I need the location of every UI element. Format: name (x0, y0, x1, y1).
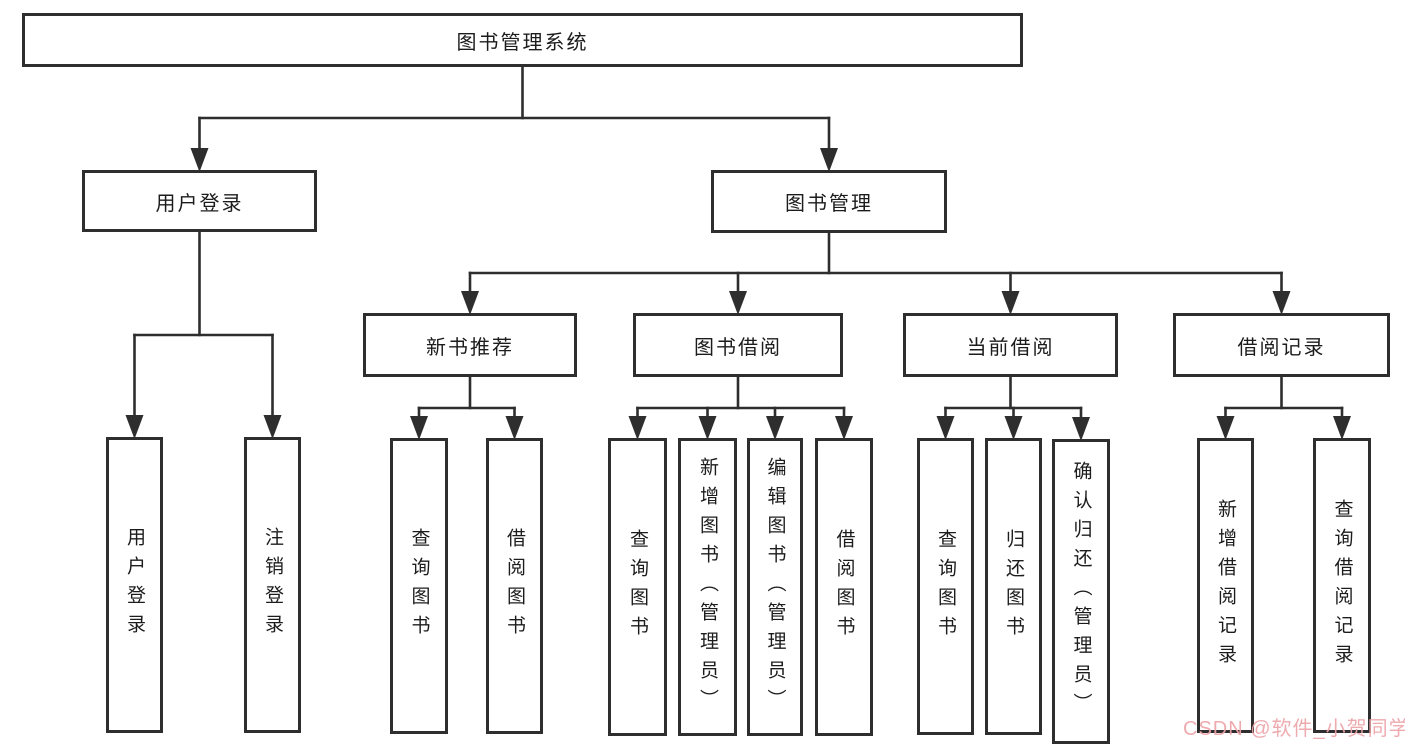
node-label: 编辑图书（管理员） (764, 456, 786, 718)
node-label: 注销登录 (262, 527, 283, 643)
node-label: 图书借阅 (694, 336, 782, 359)
node-label: 查询借阅记录 (1331, 498, 1353, 673)
node-leaf-nb-query: 查询图书 (390, 438, 448, 734)
node-leaf-nb-borrow: 借阅图书 (486, 438, 543, 734)
watermark: CSDN @软件_小贺同学 (1183, 718, 1405, 740)
node-new-books: 新书推荐 (363, 313, 577, 377)
node-current-borrow: 当前借阅 (903, 313, 1118, 377)
node-leaf-cb-query: 查询图书 (917, 438, 974, 735)
node-label: 归还图书 (1003, 528, 1024, 645)
node-leaf-br-add: 新增借阅记录 (1197, 438, 1254, 733)
node-leaf-br-query: 查询借阅记录 (1313, 438, 1371, 733)
node-label: 查询图书 (408, 528, 430, 644)
node-book-mgmt: 图书管理 (711, 170, 947, 233)
node-root: 图书管理系统 (22, 13, 1023, 67)
node-borrow-records: 借阅记录 (1173, 313, 1390, 377)
node-label: 借阅图书 (504, 528, 525, 644)
node-label: 查询图书 (627, 529, 648, 645)
node-label: 新增借阅记录 (1215, 498, 1236, 673)
node-user-login: 用户登录 (82, 170, 317, 232)
node-leaf-bb-edit: 编辑图书（管理员） (747, 438, 803, 736)
node-leaf-bb-borrow: 借阅图书 (815, 438, 873, 736)
node-label: 图书管理 (785, 193, 873, 215)
node-label: 查询图书 (935, 528, 956, 645)
node-label: 新书推荐 (426, 336, 514, 359)
node-label: 新增图书（管理员） (697, 456, 718, 718)
node-leaf-cb-confirm: 确认归还（管理员） (1052, 439, 1110, 744)
node-label: 确认归还（管理员） (1070, 461, 1092, 722)
node-leaf-logout: 注销登录 (244, 437, 301, 733)
node-label: 当前借阅 (966, 336, 1055, 359)
node-leaf-bb-add: 新增图书（管理员） (678, 438, 737, 736)
node-book-borrow: 图书借阅 (633, 313, 843, 377)
node-leaf-bb-query: 查询图书 (608, 438, 667, 736)
node-leaf-user-login: 用户登录 (106, 437, 163, 733)
node-label: 用户登录 (155, 192, 244, 215)
node-label: 借阅图书 (833, 529, 855, 645)
node-label: 用户登录 (124, 527, 145, 643)
node-label: 图书管理系统 (456, 31, 589, 54)
node-label: 借阅记录 (1237, 336, 1326, 359)
node-leaf-cb-return: 归还图书 (985, 438, 1042, 735)
